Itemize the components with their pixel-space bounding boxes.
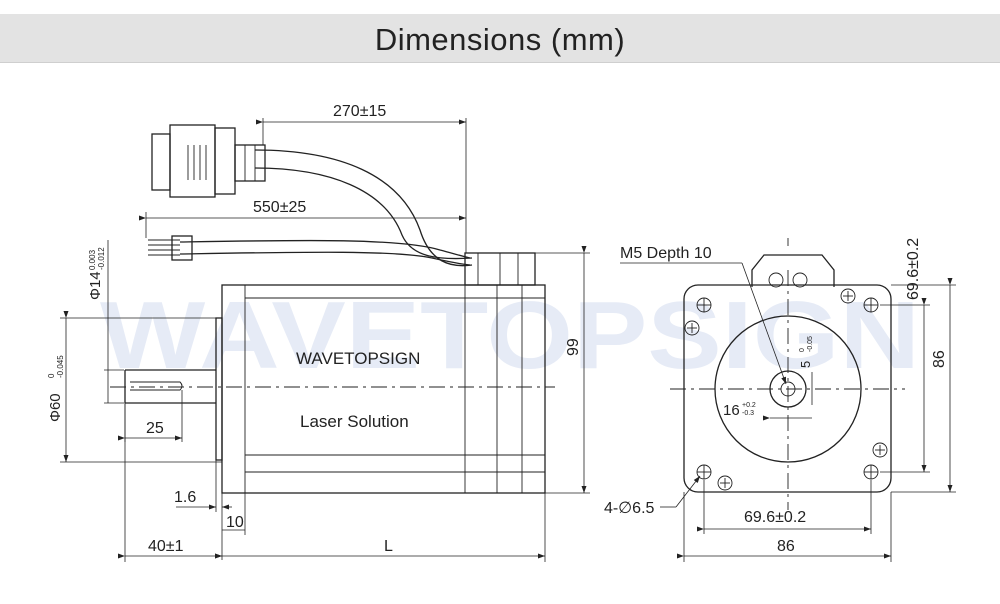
- dim-shaft-dia: Φ14: [87, 271, 104, 300]
- dim-pilot-dia-tol-lower: -0.045: [56, 355, 65, 378]
- dim-shaft-dia-tol-lower: -0.012: [97, 247, 106, 270]
- screws: [684, 288, 888, 491]
- shaft: [124, 369, 216, 404]
- dim-flange-gap: 1.6: [174, 489, 196, 506]
- sub-label: Laser Solution: [300, 412, 409, 431]
- dim-cable-long: 550±25: [253, 199, 306, 216]
- side-view: WAVETOPSIGN Laser Solution: [47, 103, 590, 562]
- db-connector: [151, 124, 266, 198]
- brand-label: WAVETOPSIGN: [296, 349, 420, 368]
- dim-key-depth: 16: [723, 402, 740, 419]
- pilot-flange: [215, 317, 223, 461]
- front-connector: [751, 254, 835, 287]
- dim-height: 99: [565, 338, 582, 356]
- dim-shaft-length: 40±1: [148, 538, 184, 555]
- mounting-holes: [696, 297, 879, 480]
- dim-pilot-dia: Φ60: [47, 393, 64, 422]
- dim-hole-spacing-h: 69.6±0.2: [744, 509, 806, 526]
- dim-key-width: 5: [798, 361, 813, 368]
- dim-body-length: L: [384, 538, 393, 555]
- callout-tapped-hole: M5 Depth 10: [620, 245, 712, 262]
- dim-cable-short: 270±15: [333, 103, 386, 120]
- dim-key-width-tol-upper: 0: [799, 348, 806, 352]
- dim-width-v: 86: [931, 350, 948, 368]
- wire-ends: [148, 235, 193, 261]
- dim-key-depth-tol-lower: -0.3: [742, 410, 754, 417]
- dim-key-length: 25: [146, 420, 164, 437]
- title-banner: Dimensions (mm): [0, 14, 1000, 63]
- page-title: Dimensions (mm): [374, 22, 626, 57]
- dim-hole-spacing-v: 69.6±0.2: [905, 238, 922, 300]
- dim-flange-thickness: 10: [226, 514, 244, 531]
- dim-key-depth-tol-upper: +0.2: [742, 402, 756, 409]
- front-flange: [683, 284, 892, 493]
- dim-shaft-dia-tol-upper: 0.003: [88, 249, 97, 270]
- dim-key-width-tol-lower: -0.05: [807, 336, 814, 352]
- front-view: M5 Depth 10 69.6±0.2 86 5 0 -0.05 16 +0.…: [604, 238, 956, 562]
- callout-mounting-holes: 4-∅6.5: [604, 500, 655, 517]
- dim-width-h: 86: [777, 538, 795, 555]
- dim-pilot-dia-tol-upper: 0: [47, 373, 56, 378]
